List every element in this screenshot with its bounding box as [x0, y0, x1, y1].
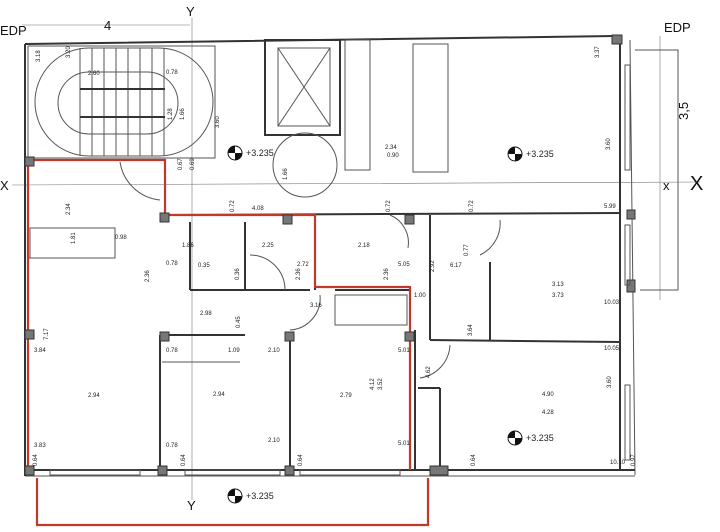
grid-axis-x — [11, 181, 701, 186]
dimension-label: 0.36 — [235, 268, 241, 280]
grid-dimension: 3,5 — [676, 102, 691, 120]
outer-walls — [24, 35, 679, 477]
dimension-label: 3.20 — [66, 46, 72, 58]
dimension-label: 5.01 — [398, 348, 410, 354]
svg-text:+3.235: +3.235 — [246, 491, 274, 501]
dimension-label: 2.36 — [145, 270, 151, 282]
unit-outline — [26, 158, 430, 527]
dimension-label: 0.90 — [387, 153, 399, 159]
grid-axis-label: Y — [187, 498, 196, 513]
elevation-marker: +3.235 — [227, 145, 274, 161]
dimension-label: 3.13 — [552, 282, 564, 288]
svg-text:+3.235: +3.235 — [526, 433, 554, 443]
dimension-label: 3.18 — [36, 50, 42, 62]
dimension-label: 3.73 — [552, 293, 564, 299]
dimension-label: 2.36 — [384, 268, 390, 280]
dimension-label: 0.78 — [166, 261, 178, 267]
elevator-shaft — [264, 39, 371, 198]
grid-axis-label: x — [663, 178, 670, 193]
dimension-label: 2.34 — [66, 203, 72, 215]
dimension-label: 0.64 — [471, 454, 477, 466]
dimension-label: 2.18 — [358, 243, 370, 249]
dimension-label: 0.45 — [236, 316, 242, 328]
dimension-labels: 3.18 3.20 2.60 0.78 1.28 1.66 0.67 0.69 3.60 3.37… — [33, 46, 637, 466]
dimension-label: 0.78 — [166, 348, 178, 354]
dimension-label: 2.94 — [88, 393, 100, 399]
dimension-label: 1.86 — [182, 243, 194, 249]
elevation-marker: +3.235 — [227, 488, 274, 504]
dimension-label: 3.60 — [607, 376, 613, 388]
dimension-label: 0.64 — [33, 454, 39, 466]
dimension-label: 7.17 — [44, 328, 50, 340]
dimension-label: 2.98 — [200, 311, 212, 317]
dimension-label: 3.60 — [606, 138, 612, 150]
dimension-label: 10.03 — [604, 300, 620, 306]
dimension-label: 3.37 — [595, 46, 601, 58]
dimension-label: 2.25 — [262, 243, 274, 249]
edp-label: EDP — [0, 23, 27, 38]
dimension-label: 2.36 — [296, 268, 302, 280]
dimension-label: 0.78 — [166, 443, 178, 449]
dimension-label: 5.01 — [398, 441, 410, 447]
dimension-label: 3.64 — [468, 324, 474, 336]
dimension-label: 3.83 — [34, 443, 46, 449]
dimension-label: 0.69 — [190, 158, 196, 170]
dimension-label: 0.64 — [298, 454, 304, 466]
dimension-label: 0.72 — [469, 200, 475, 212]
dimension-label: 0.78 — [166, 70, 178, 76]
dimension-label: 0.77 — [464, 244, 470, 256]
dimension-label: 4.28 — [542, 410, 554, 416]
dimension-label: 2.79 — [340, 393, 352, 399]
dimension-label: 5.05 — [398, 262, 410, 268]
dimension-label: 0.72 — [230, 200, 236, 212]
svg-text:+3.235: +3.235 — [526, 149, 554, 159]
dimension-label: 3.84 — [34, 348, 46, 354]
dimension-label: 1.66 — [180, 108, 186, 120]
interior-walls — [28, 212, 621, 470]
dimension-label: 10.05 — [604, 346, 620, 352]
dimension-label: 2.10 — [268, 348, 280, 354]
dimension-label: 2.60 — [88, 71, 100, 77]
dimension-label: 1.28 — [168, 108, 174, 120]
dimension-label: 2.34 — [385, 145, 397, 151]
elevation-marker: +3.235 — [507, 430, 554, 446]
cabinet — [412, 43, 449, 173]
dimension-label: 0.72 — [386, 200, 392, 212]
dimension-label: 3.52 — [378, 378, 384, 390]
windows — [49, 64, 631, 476]
grid-axis-label: X — [0, 178, 9, 193]
dimension-label: 1.66 — [283, 168, 289, 180]
dimension-label: 4.08 — [252, 206, 264, 212]
dimension-label: 5.99 — [604, 204, 616, 210]
dimension-label: 0.35 — [198, 263, 210, 269]
dimension-label: 2.72 — [297, 262, 309, 268]
elevation-marker: +3.235 — [507, 146, 554, 162]
dimension-label: 3.60 — [215, 116, 221, 128]
dimension-label: 2.92 — [430, 260, 436, 272]
dimension-label: 1.09 — [228, 348, 240, 354]
dimension-label: 10.10 — [610, 460, 626, 466]
dimension-label: 1.00 — [414, 293, 426, 299]
dimension-label: 0.67 — [178, 158, 184, 170]
grid-dimension: 4 — [104, 18, 111, 33]
grid-axis-label: Y — [186, 4, 195, 19]
dimension-label: 3.16 — [310, 303, 322, 309]
columns — [24, 34, 636, 476]
grid-axis-label: X — [690, 173, 703, 195]
dimension-label: 4.90 — [542, 392, 554, 398]
dimension-label: 4.12 — [370, 378, 376, 390]
dimension-label: 0.98 — [115, 235, 127, 241]
edp-label: EDP — [664, 20, 691, 35]
svg-text:+3.235: +3.235 — [246, 148, 274, 158]
dimension-label: 6.17 — [450, 263, 462, 269]
dimension-label: 2.94 — [213, 392, 225, 398]
dimension-label: 2.10 — [268, 438, 280, 444]
dimension-label: 0.64 — [181, 454, 187, 466]
staircase — [27, 45, 216, 159]
door-swings — [119, 161, 501, 379]
dimension-label: 0.97 — [631, 454, 637, 466]
dimension-label: 4.62 — [426, 366, 432, 378]
dimension-label: 1.81 — [71, 232, 77, 244]
